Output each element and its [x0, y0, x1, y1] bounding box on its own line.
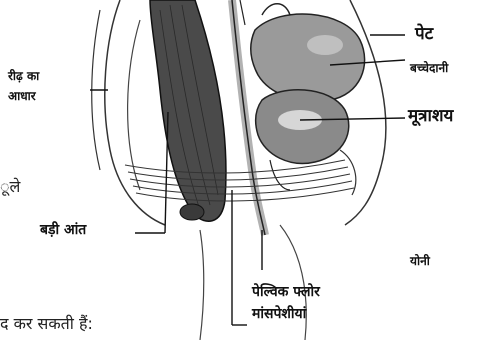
- large-bowel: [150, 0, 226, 221]
- stomach-label: पेट: [415, 25, 433, 45]
- bladder-label: मूत्राशय: [408, 107, 453, 127]
- sacrum-curve: [128, 20, 140, 190]
- uterus-shape: [251, 14, 365, 101]
- spine-base-label: रीढ़ का आधार: [8, 70, 39, 104]
- large-bowel-label: बड़ी आंत: [40, 222, 86, 238]
- partial-text-bottom: द कर सकती हैं:: [0, 312, 93, 334]
- pelvic-floor-label: पेल्विक फ्लोर मांसपेशीयां: [252, 284, 320, 322]
- uterus-label: बच्चेदानी: [410, 62, 448, 76]
- pelvic-floor-band: [125, 160, 354, 201]
- bowel-end: [180, 204, 204, 220]
- vagina-label: योनी: [410, 255, 430, 269]
- partial-text-left: ूले: [0, 175, 20, 197]
